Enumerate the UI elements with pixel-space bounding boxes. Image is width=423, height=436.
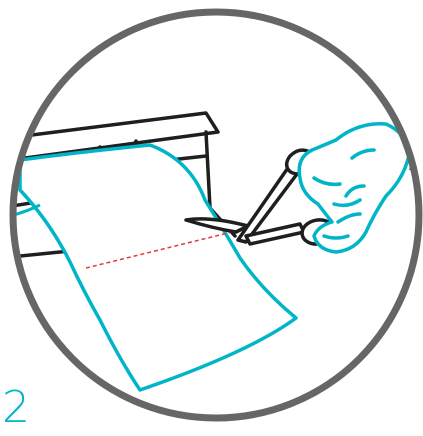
step-number: 2 bbox=[2, 386, 30, 430]
